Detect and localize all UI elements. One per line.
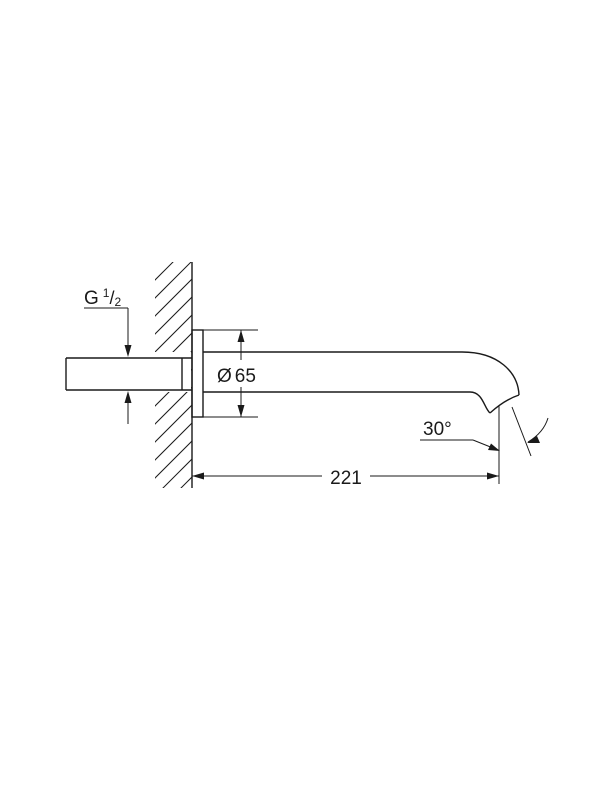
spout-outlet [489, 394, 520, 414]
angle-arrow-left [488, 443, 500, 451]
spout [203, 351, 520, 414]
thread-arrow-bottom [124, 391, 132, 403]
diameter-arrow-top [237, 330, 245, 342]
supply-pipe [65, 357, 192, 391]
wall-flange [191, 329, 204, 418]
length-dimension: 221 [192, 405, 500, 489]
length-label: 221 [330, 468, 362, 489]
length-arrow-right [487, 472, 499, 480]
angle-dimension: 30° [420, 406, 549, 457]
angle-reference-line [511, 406, 532, 457]
length-arrow-left [192, 472, 204, 480]
thread-arrow-top [124, 345, 132, 357]
angle-arrow-right [527, 436, 540, 443]
wall [154, 262, 193, 488]
angle-label: 30° [423, 419, 452, 440]
diameter-arrow-bottom [237, 405, 245, 417]
